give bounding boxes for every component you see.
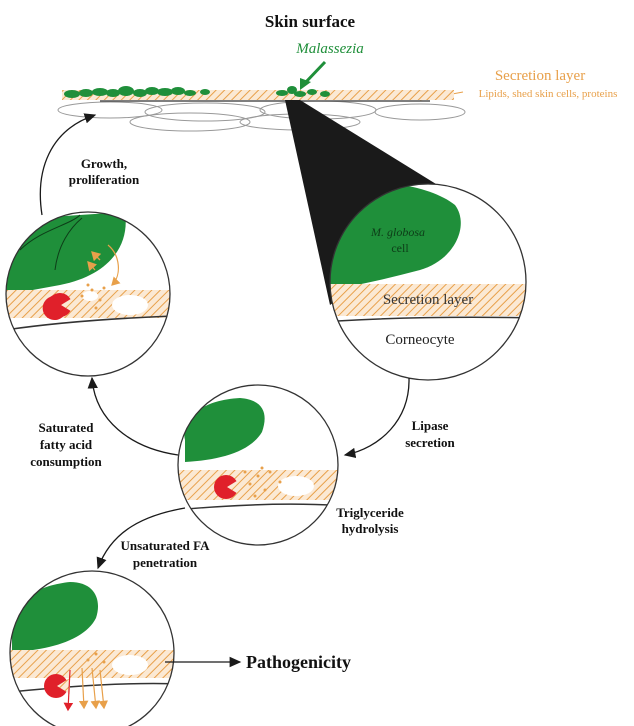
label-saturated-1: Saturated [39,420,95,435]
arrow-saturated [92,378,178,455]
secretion-layer-title: Secretion layer [495,68,585,84]
label-growth-1: Growth, [81,156,127,171]
secretion-layer-subtitle: Lipids, shed skin cells, proteins [479,88,618,100]
zoom-layer-label: Secretion layer [383,292,473,308]
label-triglyceride-2: hydrolysis [342,521,399,536]
label-lipase-2: secretion [405,435,455,450]
organism-label: Malassezia [295,41,364,57]
label-lipase-1: Lipase [412,418,449,433]
outcome-label: Pathogenicity [246,652,351,672]
arrow-lipase [345,378,409,455]
corneocyte-label: Corneocyte [385,332,454,348]
hydrolysis-circle [175,385,345,545]
label-saturated-3: consumption [30,454,102,469]
label-unsaturated-1: Unsaturated FA [121,538,211,553]
penetration-circle [10,571,180,726]
cell-label-word: cell [391,241,409,255]
title: Skin surface [265,12,356,31]
label-triglyceride-1: Triglyceride [336,505,404,520]
growth-circle [5,212,175,376]
organism-arrow [305,62,325,83]
label-saturated-2: fatty acid [40,437,93,452]
cell-label-species: M. globosa [370,225,425,239]
skin-surface-strip [58,90,465,131]
label-growth-2: proliferation [69,172,140,187]
label-unsaturated-2: penetration [133,555,198,570]
